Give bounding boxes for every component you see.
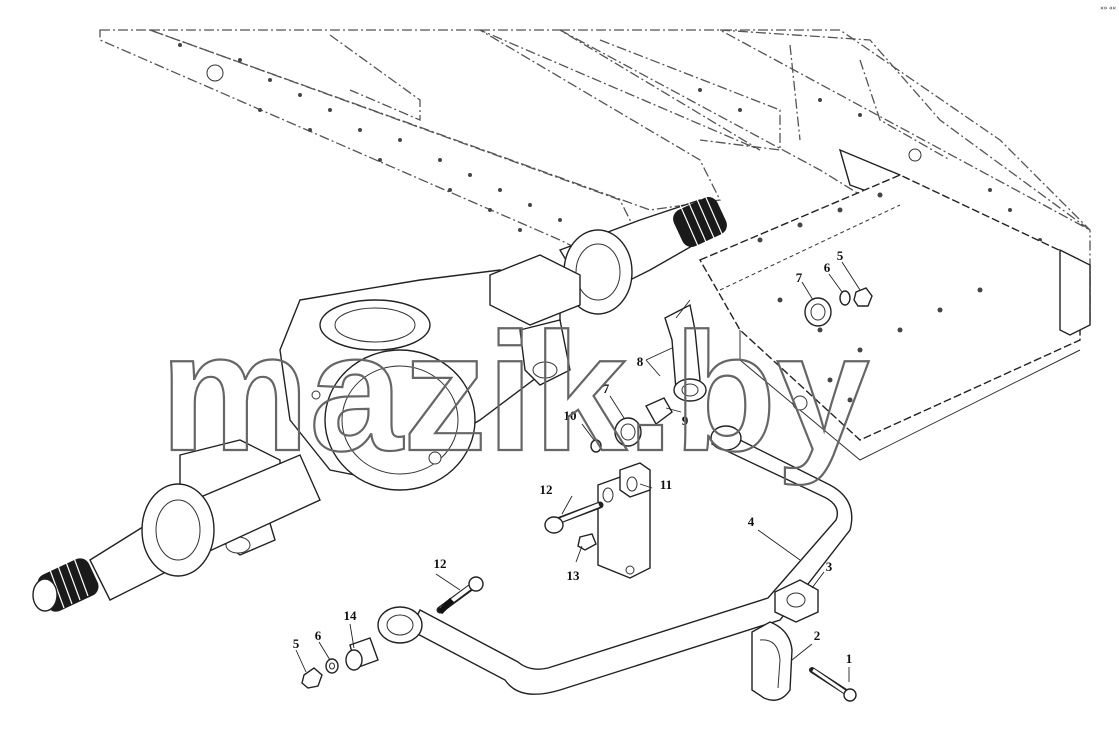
corner-mark: «» «« bbox=[1100, 4, 1116, 12]
stabilizer-link bbox=[664, 303, 707, 402]
callout-6-lower: 6 bbox=[315, 628, 322, 643]
callout-5-lower: 5 bbox=[293, 636, 300, 651]
callout-14: 14 bbox=[344, 608, 358, 623]
callout-11: 11 bbox=[660, 477, 672, 492]
leader-lines bbox=[295, 261, 861, 682]
callout-6-upper: 6 bbox=[824, 260, 831, 275]
fasteners bbox=[301, 287, 873, 702]
callout-7-upper: 7 bbox=[796, 270, 803, 285]
callout-1: 1 bbox=[846, 651, 853, 666]
right-hub-threads bbox=[673, 192, 727, 247]
bracket-11 bbox=[597, 462, 651, 579]
stabilizer-bar bbox=[377, 425, 853, 695]
watermark-text: mazik.by bbox=[160, 298, 870, 486]
rear-axle bbox=[32, 192, 727, 612]
callout-12-lower: 12 bbox=[434, 556, 447, 571]
callout-7-lower: 7 bbox=[603, 381, 610, 396]
callout-8: 8 bbox=[637, 354, 644, 369]
callout-3: 3 bbox=[826, 559, 833, 574]
callout-9: 9 bbox=[682, 413, 689, 428]
callout-12-upper: 12 bbox=[540, 482, 553, 497]
callout-5-upper: 5 bbox=[837, 248, 844, 263]
callout-10: 10 bbox=[564, 408, 577, 423]
callout-4: 4 bbox=[748, 514, 755, 529]
callout-13: 13 bbox=[567, 568, 581, 583]
callout-2: 2 bbox=[814, 628, 821, 643]
callout-labels: 1 2 3 4 5 5 6 6 7 7 8 9 10 11 12 12 13 1… bbox=[293, 248, 853, 666]
cross-member bbox=[699, 148, 1091, 461]
